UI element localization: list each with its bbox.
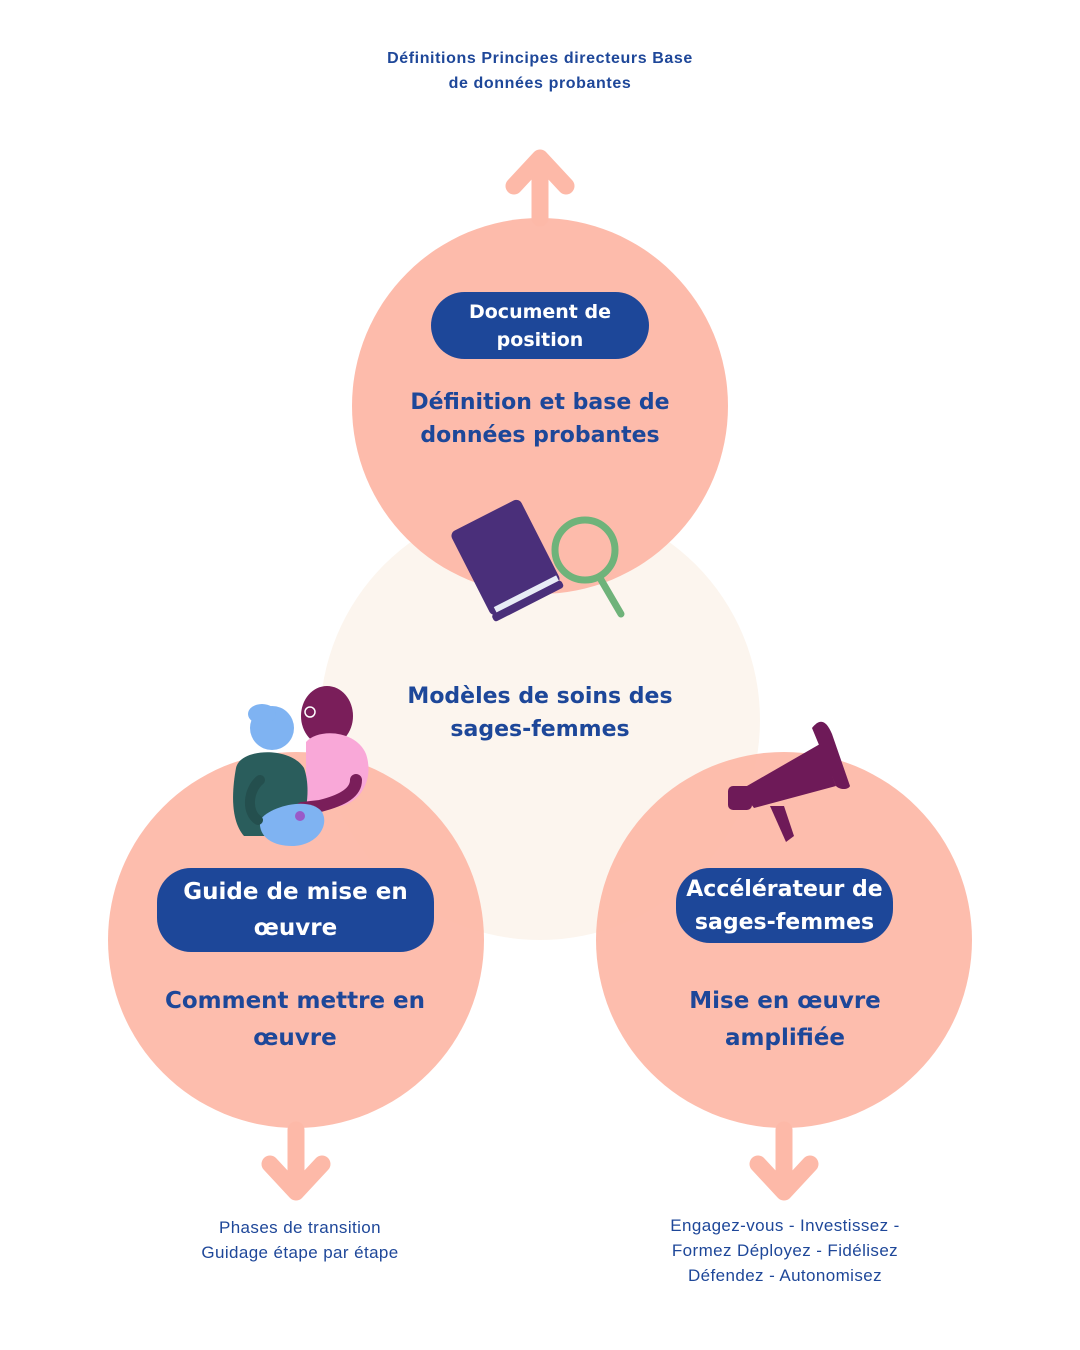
megaphone-icon [728, 721, 850, 842]
right-note-line-3: Défendez - Autonomisez [687, 1266, 882, 1285]
book-icon [451, 499, 564, 622]
magnifier-icon [551, 516, 625, 618]
left-arrow [261, 1121, 331, 1201]
pill-accelerateur: Accélérateur de sages-femmes [676, 868, 893, 943]
right-note-line-2: Formez Déployez - Fidélisez [671, 1241, 899, 1260]
right-note: Engagez-vous - Investissez - Formez Dépl… [625, 1213, 945, 1288]
left-subtitle: Comment mettre en œuvre [164, 988, 426, 1051]
top-arrow [505, 149, 575, 227]
pill-guide-de-mise-en-oeuvre: Guide de mise en œuvre [157, 868, 434, 952]
top-note: Définitions Principes directeurs Base de… [387, 50, 693, 92]
right-subtitle: Mise en œuvre amplifiée [689, 988, 881, 1051]
left-note: Phases de transition Guidage étape par é… [150, 1215, 450, 1265]
top-subtitle: Définition et base de données probantes [410, 390, 670, 448]
left-note-line-1: Phases de transition [218, 1218, 382, 1237]
right-note-line-1: Engagez-vous - Investissez - [670, 1216, 900, 1235]
right-arrow [749, 1121, 819, 1201]
couple-illustration [233, 686, 369, 846]
pill-document-de-position: Document de position [431, 292, 649, 359]
left-note-line-2: Guidage étape par étape [201, 1243, 399, 1262]
center-title: Modèles de soins des sages-femmes [407, 684, 673, 742]
